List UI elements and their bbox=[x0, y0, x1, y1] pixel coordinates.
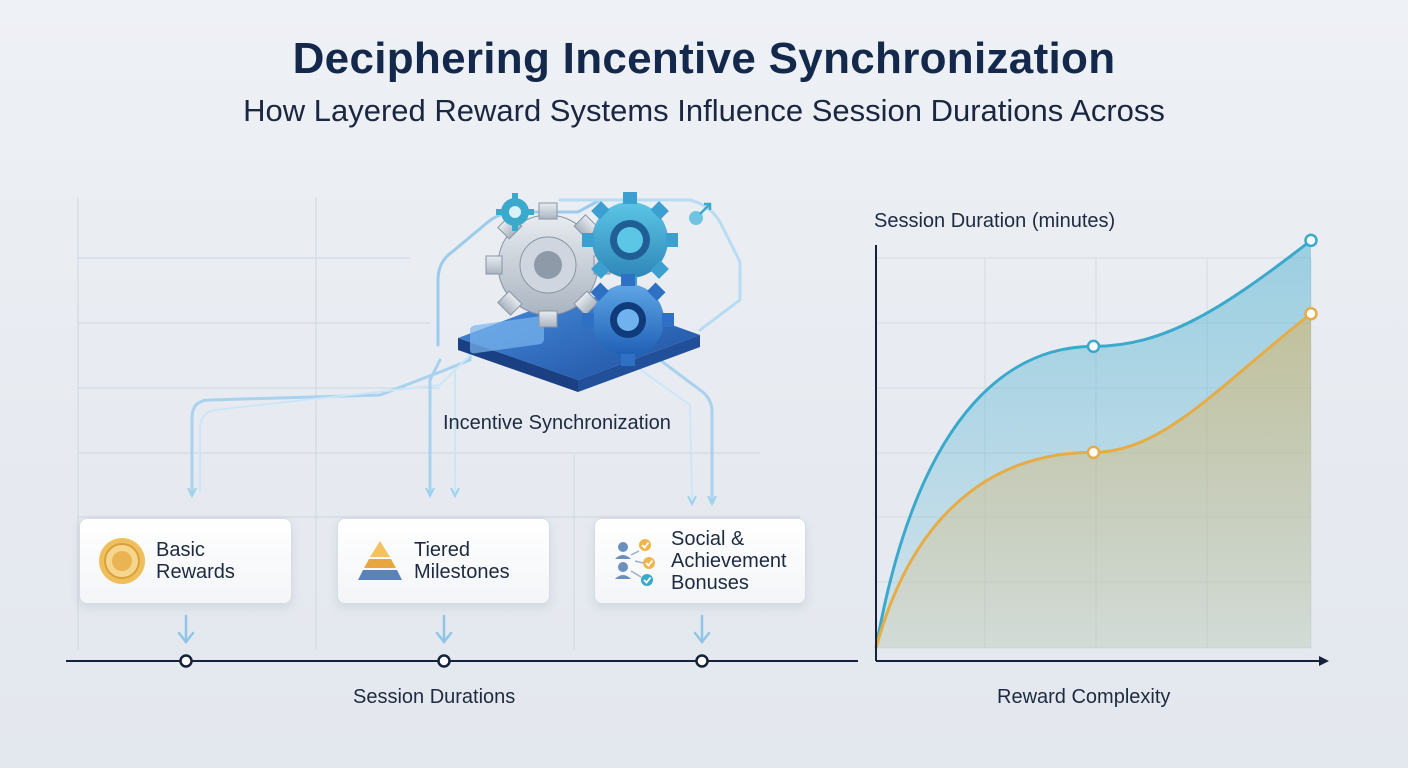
timeline-label: Session Durations bbox=[353, 686, 516, 708]
card-tiered-milestones: Tiered Milestones bbox=[337, 518, 550, 604]
card-social-achievement-bonuses: Social & Achievement Bonuses bbox=[594, 518, 806, 604]
card-to-timeline-arrows bbox=[177, 614, 711, 645]
people-network-icon bbox=[615, 539, 655, 586]
chart-points bbox=[1086, 233, 1318, 460]
page-subtitle: How Layered Reward Systems Influence Ses… bbox=[243, 93, 1165, 128]
data-point bbox=[1304, 307, 1318, 321]
session-durations-axis bbox=[66, 654, 858, 668]
x-axis-arrowhead bbox=[1319, 656, 1329, 666]
gears-hub-icon bbox=[458, 192, 712, 392]
timeline-node bbox=[437, 654, 451, 668]
chart-x-label: Reward Complexity bbox=[997, 686, 1171, 708]
card-basic-rewards: Basic Rewards bbox=[79, 518, 292, 604]
hub-label: Incentive Synchronization bbox=[443, 412, 671, 434]
chart-y-label: Session Duration (minutes) bbox=[874, 210, 1116, 232]
connector-arrowheads bbox=[187, 487, 717, 507]
card-label: Basic Rewards bbox=[156, 539, 235, 583]
card-label: Social & Achievement Bonuses bbox=[671, 528, 787, 594]
series-area-lower bbox=[876, 313, 1311, 648]
session-duration-chart bbox=[874, 233, 1329, 666]
data-point bbox=[1304, 233, 1318, 248]
pyramid-icon bbox=[358, 541, 402, 580]
timeline-node bbox=[695, 654, 709, 668]
gold-coin-icon bbox=[99, 538, 145, 584]
timeline-node bbox=[179, 654, 193, 668]
series-line-upper bbox=[874, 239, 1312, 649]
card-label: Tiered Milestones bbox=[414, 539, 510, 583]
data-point bbox=[1086, 445, 1101, 460]
page-title: Deciphering Incentive Synchronization bbox=[292, 34, 1116, 83]
data-point bbox=[1086, 339, 1101, 354]
